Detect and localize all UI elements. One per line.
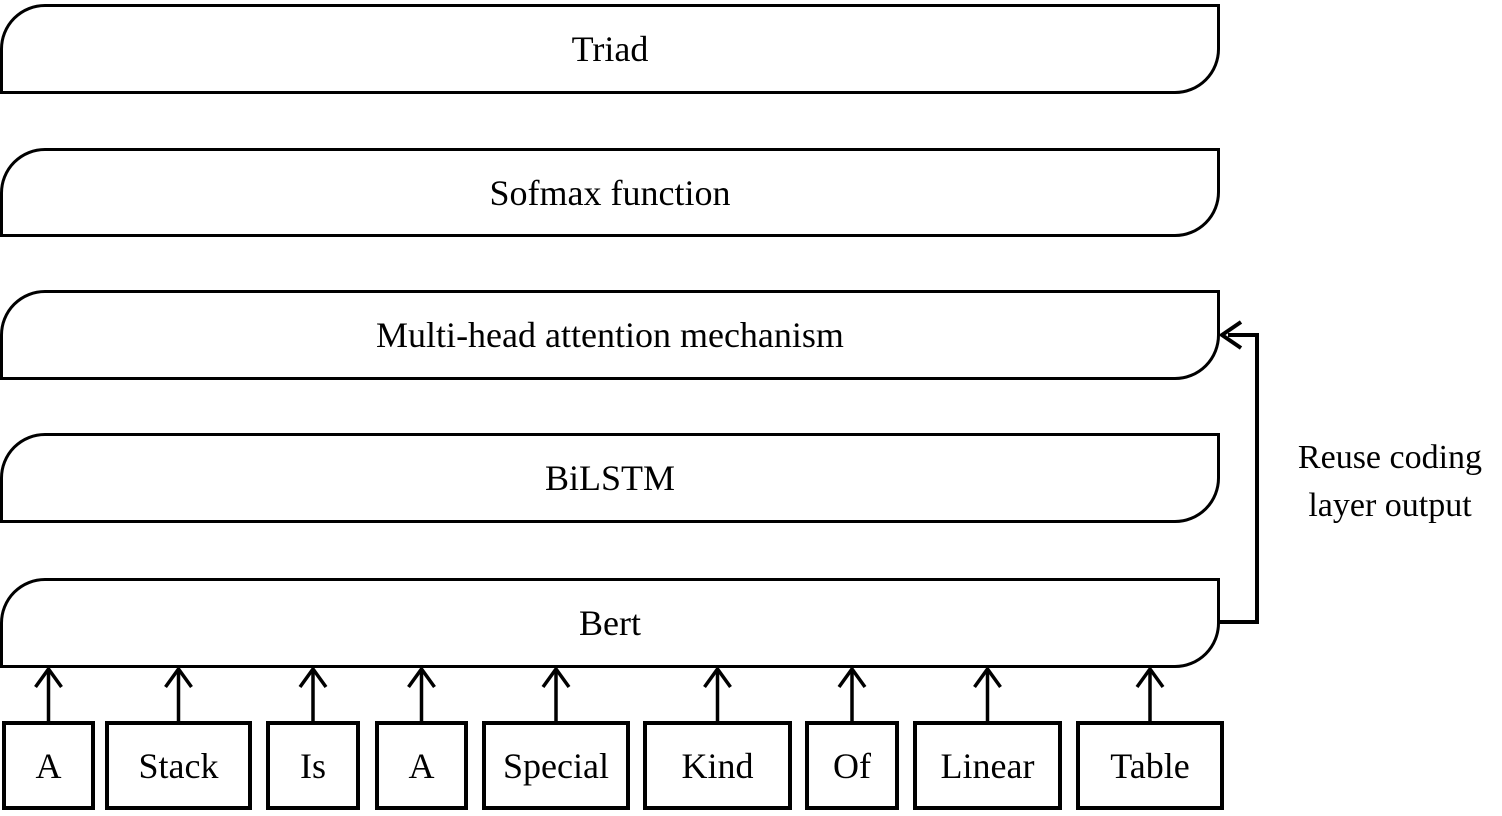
token-box-stack: Stack: [105, 721, 252, 810]
token-arrow-of-icon: [837, 666, 867, 721]
token-arrow-kind-icon: [703, 666, 732, 721]
layer-label-bert: Bert: [579, 603, 641, 643]
layer-label-bilstm: BiLSTM: [544, 458, 676, 498]
reuse-annotation-line1: Reuse coding: [1297, 439, 1483, 476]
layer-label-softmax: Sofmax function: [489, 172, 731, 213]
layer-box-bert: Bert: [0, 578, 1220, 668]
token-box-of: Of: [805, 721, 899, 810]
token-box-a-2: A: [375, 721, 468, 810]
token-box-kind: Kind: [643, 721, 792, 810]
token-box-a-1: A: [2, 721, 95, 810]
token-label-table: Table: [1110, 745, 1190, 786]
token-arrow-stack-icon: [164, 666, 193, 721]
reuse-connector-arrow-icon: [1218, 320, 1259, 624]
layer-label-triad: Triad: [571, 29, 649, 69]
reuse-annotation-line2: layer output: [1308, 487, 1472, 524]
token-label-kind: Kind: [681, 745, 754, 786]
token-box-linear: Linear: [913, 721, 1062, 810]
layer-box-multi-head-attention: Multi-head attention mechanism: [0, 290, 1220, 380]
token-label-special: Special: [503, 745, 609, 786]
token-label-a-2: A: [408, 745, 435, 786]
token-box-table: Table: [1076, 721, 1224, 810]
token-arrow-linear-icon: [973, 666, 1002, 721]
token-label-a-1: A: [35, 745, 62, 786]
token-arrow-is-icon: [298, 666, 328, 721]
token-box-is: Is: [266, 721, 360, 810]
layer-box-bilstm: BiLSTM: [0, 433, 1220, 523]
token-arrow-a-1-icon: [34, 666, 63, 721]
token-arrow-a-2-icon: [407, 666, 436, 721]
layer-box-triad: Triad: [0, 4, 1220, 94]
token-arrow-table-icon: [1135, 666, 1165, 721]
reuse-annotation: Reuse coding layer output: [1268, 434, 1502, 530]
token-label-is: Is: [300, 745, 326, 786]
token-box-special: Special: [482, 721, 630, 810]
layer-box-softmax: Sofmax function: [0, 148, 1220, 237]
token-label-linear: Linear: [940, 745, 1035, 786]
token-label-of: Of: [833, 745, 871, 786]
token-arrow-special-icon: [541, 666, 571, 721]
layer-label-multi-head-attention: Multi-head attention mechanism: [376, 315, 844, 355]
token-label-stack: Stack: [138, 745, 219, 786]
